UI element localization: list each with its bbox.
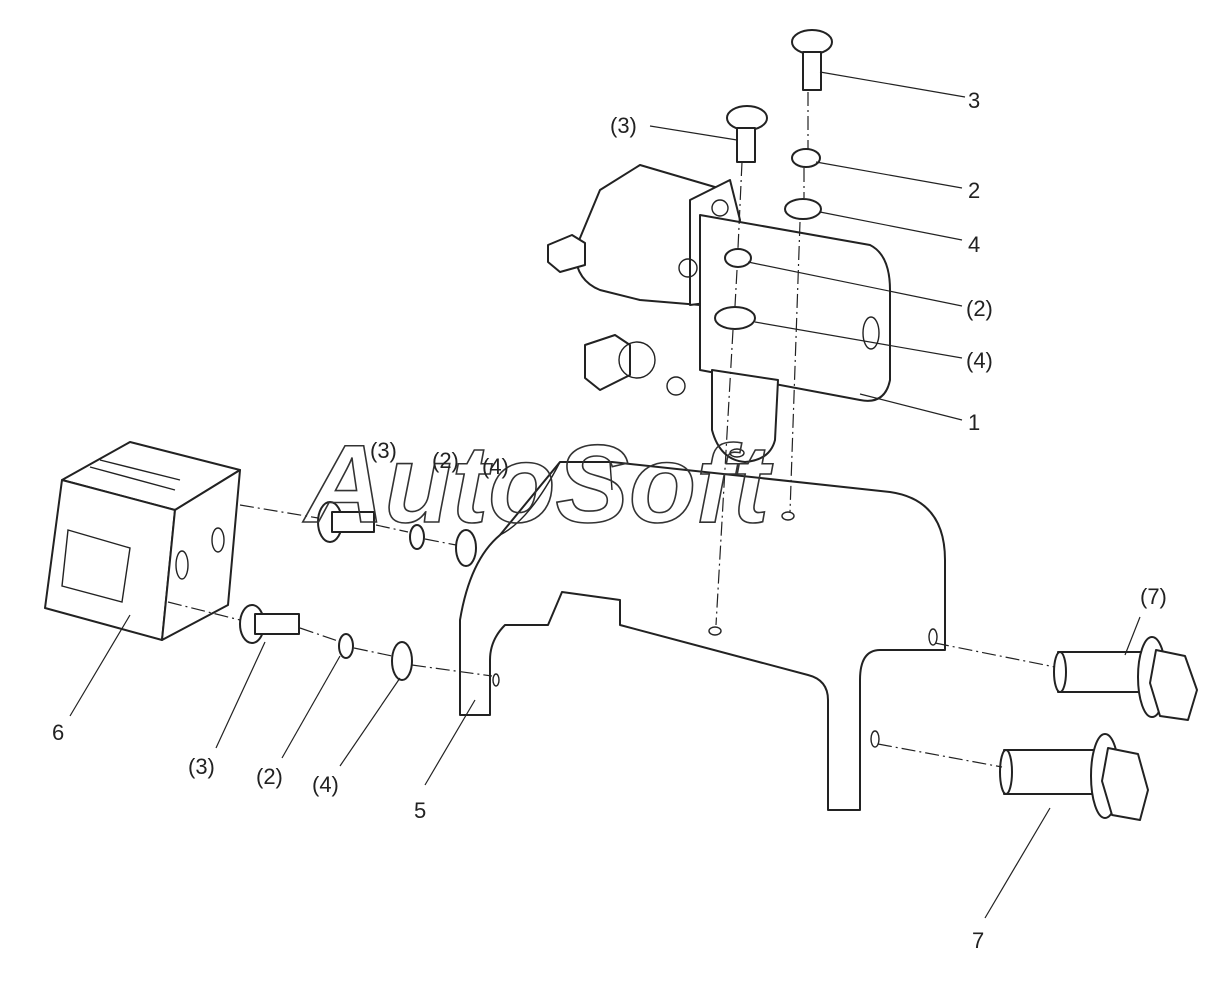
callout-7-paren: (7) (1140, 584, 1167, 609)
callout-2-paren-upper: (2) (966, 296, 993, 321)
callout-4: 4 (968, 232, 980, 257)
callout-7: 7 (972, 928, 984, 953)
leader-lines (69, 71, 1141, 919)
flat-washer-part-4-mid-ref (455, 529, 477, 567)
flat-washer-part-4-lower-ref (391, 641, 413, 681)
flat-washer-part-4-upper-ref (714, 306, 756, 330)
spring-washer-part-2 (791, 148, 821, 168)
callout-2-paren-lower: (2) (256, 764, 283, 789)
bracket-part-5 (459, 461, 946, 811)
callout-6: 6 (52, 720, 64, 745)
spring-washer-part-2-lower-ref (338, 633, 354, 659)
spring-washer-part-2-upper-ref (724, 248, 752, 268)
callout-3-paren-mid: (3) (370, 438, 397, 463)
callout-5: 5 (414, 798, 426, 823)
screw-part-3-mid-ref (317, 501, 375, 543)
flat-washer-part-4 (784, 198, 822, 220)
callout-labels: 3 (3) 2 4 (2) (4) 1 (3) (2) (4) (7) 6 (3… (52, 88, 1167, 953)
callout-3-paren-upper: (3) (610, 113, 637, 138)
flange-bolt-part-7 (999, 733, 1149, 821)
flange-bolt-part-7-upper-ref (1053, 636, 1198, 721)
housing-part-6 (44, 441, 241, 641)
callout-3-paren-lower: (3) (188, 754, 215, 779)
screw-part-3 (791, 29, 833, 91)
callout-3: 3 (968, 88, 980, 113)
screw-part-3-lower-ref (239, 604, 300, 644)
watermark-text: AutoSoft (302, 423, 774, 546)
screw-part-3-upper-ref (726, 105, 768, 163)
callout-2-paren-mid: (2) (432, 448, 459, 473)
assembly-centerlines (167, 92, 1056, 768)
callout-4-paren-upper: (4) (966, 348, 993, 373)
callout-2: 2 (968, 178, 980, 203)
callout-4-paren-mid: (4) (482, 454, 509, 479)
spring-washer-part-2-mid-ref (409, 524, 425, 550)
callout-4-paren-lower: (4) (312, 772, 339, 797)
callout-1: 1 (968, 410, 980, 435)
